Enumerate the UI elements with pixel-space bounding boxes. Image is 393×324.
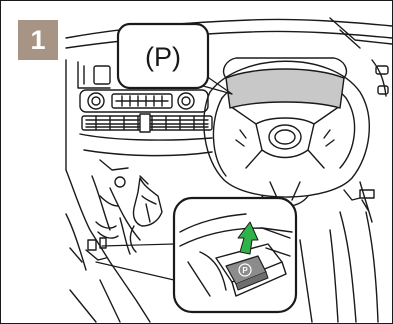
- climate-control-panel: [80, 90, 208, 112]
- shift-lever: [130, 178, 162, 252]
- switch-symbol-label: P: [242, 266, 248, 275]
- center-display: [78, 62, 110, 88]
- center-air-vents: [82, 114, 212, 132]
- callout-parking-label: (P): [145, 42, 181, 72]
- step-number-badge: 1: [18, 20, 58, 60]
- instrument-cluster: [224, 58, 347, 108]
- switch-detail-inset: [96, 198, 296, 312]
- center-stack-lower: [80, 134, 212, 187]
